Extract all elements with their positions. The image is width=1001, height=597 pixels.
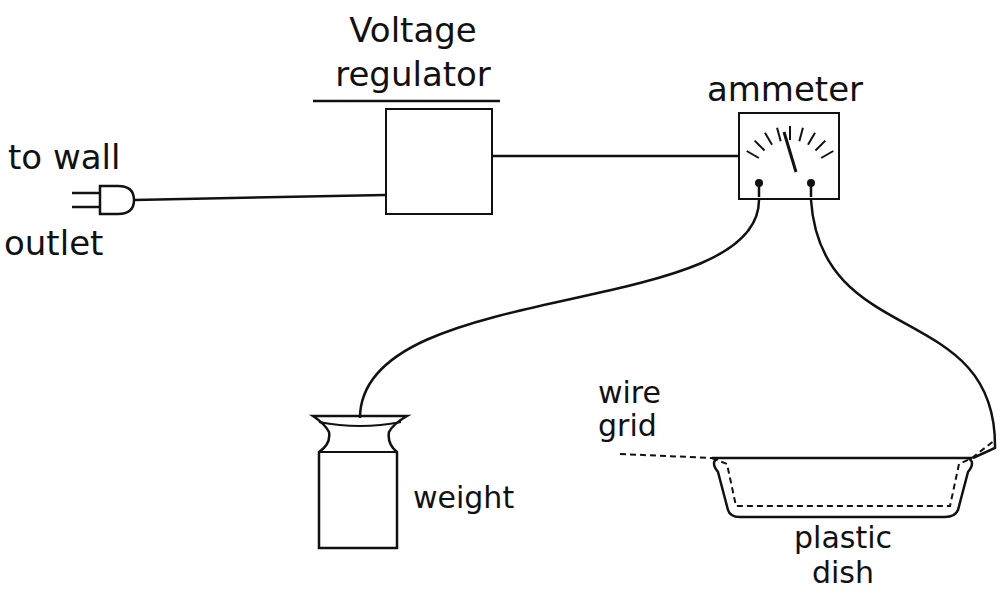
ammeter-node: ammeter [700,68,870,202]
dial-tick [821,151,833,158]
weight-node: weight [305,410,525,555]
dial-tick [789,126,791,140]
weight-lip [319,422,401,426]
wire-grid-label: wire grid [598,376,708,442]
grid-leader [620,454,712,458]
dial-tick [777,128,781,142]
dial-tick [747,151,759,158]
terminal-stub [810,183,813,197]
wire-path [811,200,995,458]
heading-underline [313,100,500,103]
meter-needle [784,132,796,172]
power-cord [134,195,385,200]
dial-tick [815,141,825,151]
weight-outline [313,416,407,548]
ammeter-label: ammeter [700,68,870,110]
voltage-regulator-body [385,108,493,215]
dial-tick [755,141,765,151]
dish-shape [700,440,985,520]
wire-grid [712,458,972,506]
meter-dial [740,114,837,197]
voltage-regulator-label: Voltage regulator [313,8,513,96]
weight-shape [305,410,415,552]
dial-tick [799,128,803,142]
wall-plug [72,186,134,214]
voltage-regulator-node: Voltage regulator [300,5,520,217]
dial-tick [808,133,815,145]
wire-path [360,200,759,418]
plastic-dish-label: plastic dish [768,520,918,590]
wire [360,200,759,418]
plastic-dish-node: plastic dish [700,440,985,597]
wire [493,156,738,157]
ammeter-body [738,112,840,200]
wire-path [493,155,738,158]
wire [811,200,995,458]
weight-ridge [319,451,397,453]
dish-rim [712,457,972,460]
dish-body [714,458,972,517]
weight-body [305,410,415,552]
outlet-label: to wall [8,136,120,178]
terminal-stub [758,183,761,197]
plastic-dish-body [700,440,985,520]
outlet-label: outlet [4,222,103,264]
dial-tick [765,133,772,145]
weight-label: weight [413,478,514,518]
